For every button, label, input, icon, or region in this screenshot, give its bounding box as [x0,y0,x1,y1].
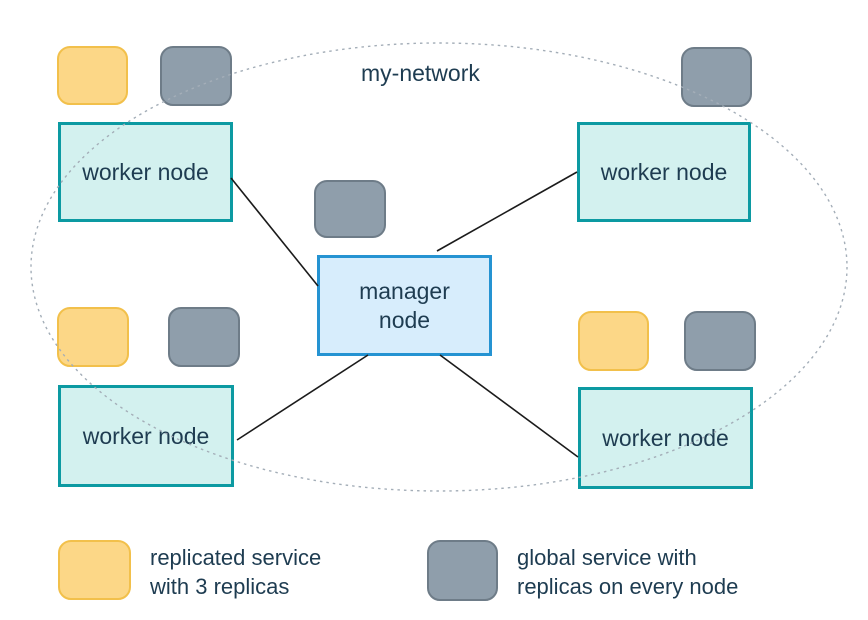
replicated-service-legend-icon [58,540,131,600]
replicated-service-icon [57,46,128,105]
global-service-icon [684,311,756,371]
manager-node-box: manager node [317,255,492,356]
global-service-icon [314,180,386,238]
connection-line-manager-worker-bottom-left [236,354,369,441]
worker-node-box: worker node [577,122,751,222]
connection-line-manager-worker-top-right [436,171,578,252]
replicated-service-icon [57,307,129,367]
replicated-service-icon [578,311,649,371]
global-service-icon [681,47,752,107]
worker-node-box: worker node [58,385,234,487]
connection-line-manager-worker-bottom-right [439,354,579,458]
global-service-legend-label: global service with replicas on every no… [517,545,739,599]
replicated-service-legend-label: replicated service with 3 replicas [150,545,322,599]
global-service-legend-icon [427,540,498,601]
connection-line-manager-worker-top-left [230,177,319,287]
global-service-icon [168,307,240,367]
global-service-icon [160,46,232,106]
network-name-label: my-network [361,60,480,86]
worker-node-box: worker node [578,387,753,489]
worker-node-box: worker node [58,122,233,222]
